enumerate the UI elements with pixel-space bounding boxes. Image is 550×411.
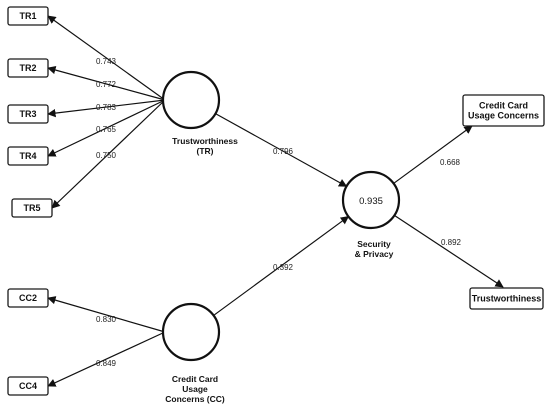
construct-label-sp: Security& Privacy — [355, 239, 394, 259]
indicator-box-cc2 — [7, 288, 49, 308]
indicator-box-tr2 — [7, 58, 49, 78]
indicator-box-tr5 — [11, 198, 53, 218]
arrow-cc-to-cc4 — [47, 331, 166, 387]
coef-sp-trust: 0.892 — [441, 238, 462, 247]
loading-tr5: 0.750 — [96, 151, 117, 160]
indicator-box-ccuc — [462, 94, 545, 127]
arrow-tr-to-tr3 — [47, 99, 166, 118]
arrow-tr-to-sp — [215, 113, 348, 187]
labels-layer: 0.743 0.772 0.783 0.765 0.750 0.830 0.849 0.796… — [19, 11, 541, 404]
nodes-layer — [7, 6, 545, 396]
arrow-sp-to-trust — [394, 214, 504, 288]
indicator-box-tr3 — [7, 104, 49, 124]
indicator-label-cc4: CC4 — [19, 381, 37, 391]
construct-label-tr: Trustworthiness(TR) — [172, 136, 238, 156]
arrow-cc-to-cc2 — [47, 296, 166, 333]
loading-tr3: 0.783 — [96, 103, 117, 112]
loading-cc4: 0.849 — [96, 359, 117, 368]
indicator-label-trust: Trustworthiness — [472, 294, 542, 304]
arrow-sp-to-ccuc — [393, 125, 473, 184]
construct-sp — [341, 170, 401, 230]
arrow-tr-to-tr2 — [47, 65, 166, 101]
construct-cc — [161, 302, 221, 362]
indicator-box-tr1 — [7, 6, 49, 26]
loading-cc2: 0.830 — [96, 315, 117, 324]
arrow-tr-to-tr5 — [51, 99, 166, 209]
indicator-label-tr5: TR5 — [23, 203, 40, 213]
loading-tr1: 0.743 — [96, 57, 117, 66]
loading-tr2: 0.772 — [96, 80, 117, 89]
coef-sp-ccuc: 0.668 — [440, 158, 461, 167]
indicator-box-tr4 — [7, 146, 49, 166]
indicator-label-cc2: CC2 — [19, 293, 37, 303]
loading-tr4: 0.765 — [96, 125, 117, 134]
indicator-box-cc4 — [7, 376, 49, 396]
arrow-cc-to-sp — [213, 216, 350, 316]
construct-tr — [161, 70, 221, 130]
indicator-box-trust — [469, 287, 544, 310]
arrow-tr-to-tr4 — [47, 99, 166, 157]
coef-cc-sp: 0.392 — [273, 263, 294, 272]
indicator-label-tr2: TR2 — [19, 63, 36, 73]
indicator-label-tr1: TR1 — [19, 11, 36, 21]
r-squared-sp: 0.935 — [359, 196, 383, 207]
indicator-label-tr3: TR3 — [19, 109, 36, 119]
arrow-tr-to-tr1 — [47, 15, 166, 101]
indicator-label-tr4: TR4 — [19, 151, 36, 161]
paths-layer — [47, 15, 504, 387]
coef-tr-sp: 0.796 — [273, 147, 294, 156]
